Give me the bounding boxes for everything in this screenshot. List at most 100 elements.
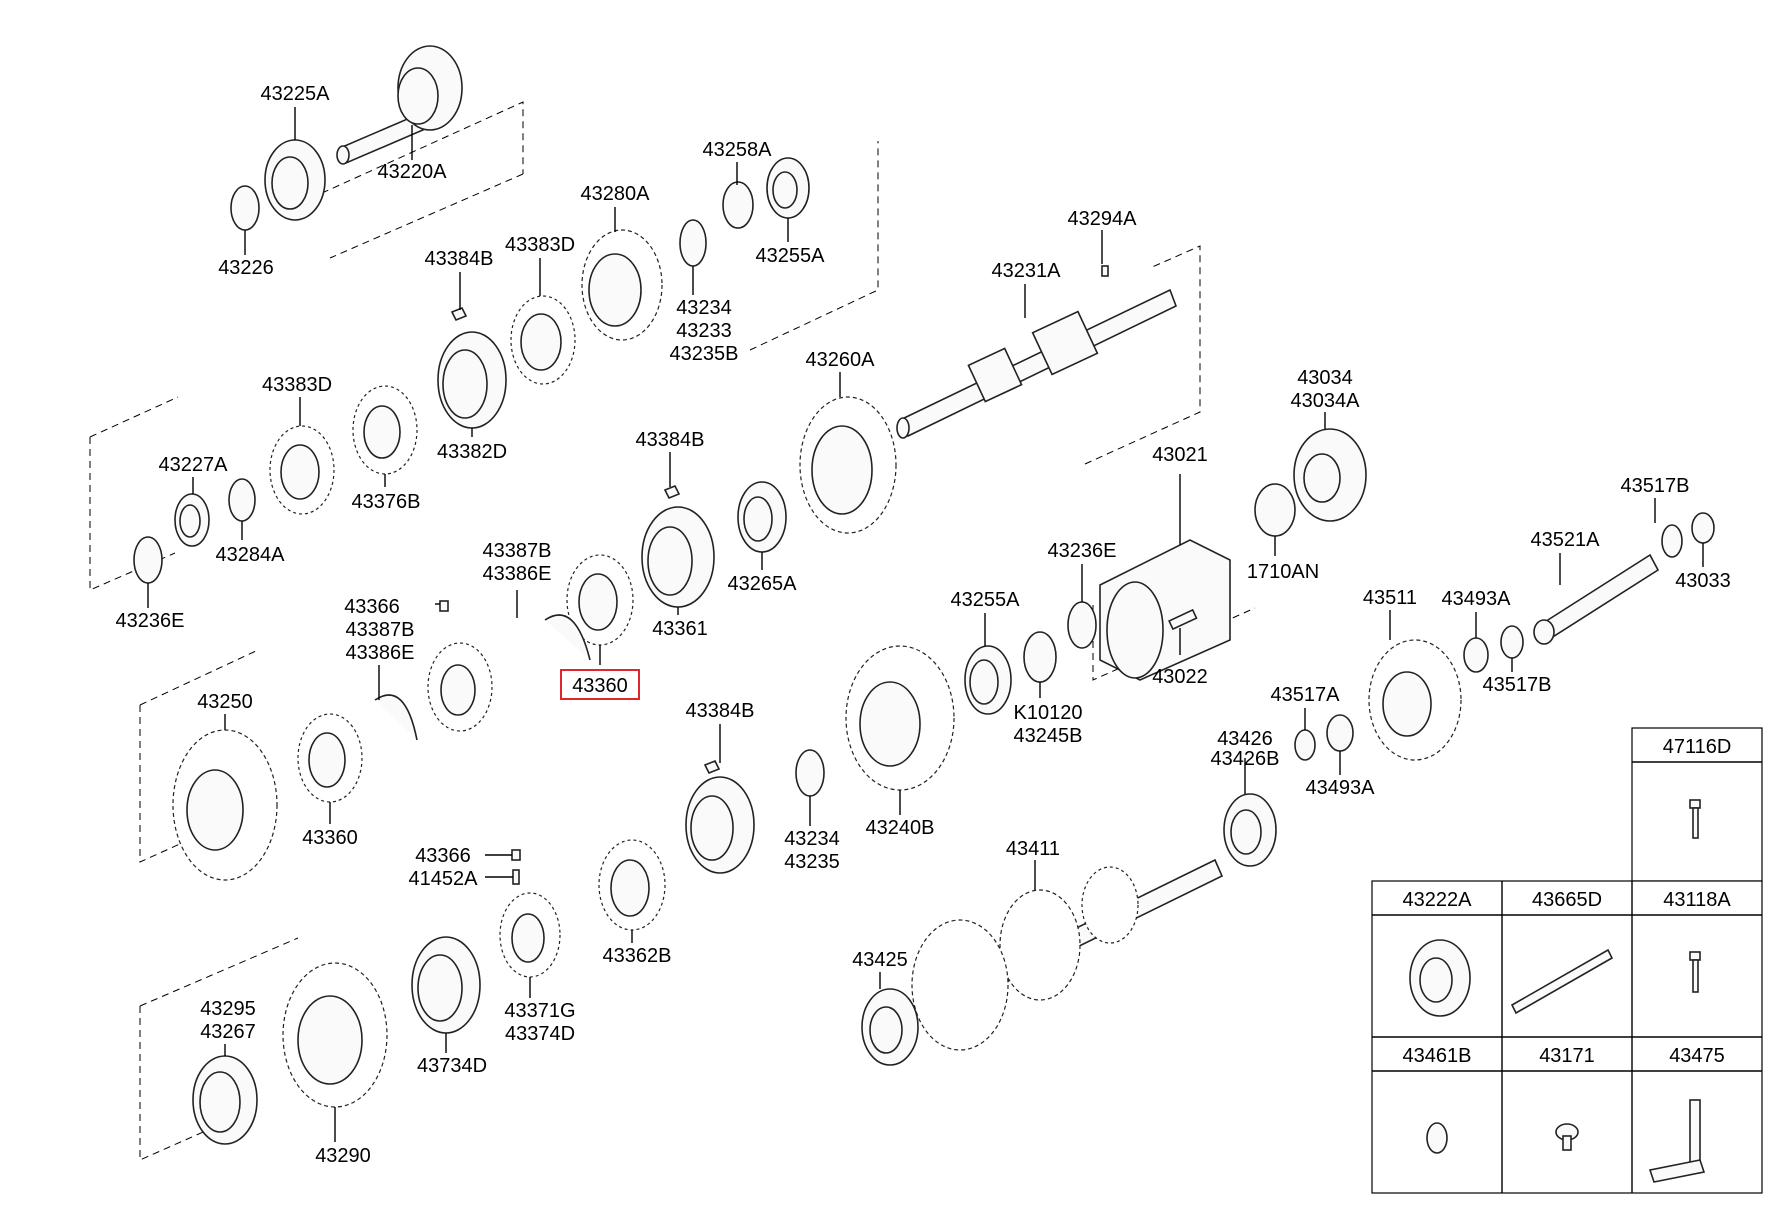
bearing-43225A	[264, 139, 326, 221]
callout-43280A: 43280A	[581, 183, 651, 205]
key-43384B-low	[703, 759, 721, 775]
sleeve-43382D	[437, 331, 507, 429]
legend-rod-43665D	[1510, 948, 1614, 1015]
callout-43234-low: 43234	[784, 828, 840, 850]
key-43384B-top	[450, 306, 468, 322]
callout-43255A-top: 43255A	[756, 245, 826, 267]
legend-grid: 47116D 43222A 43665D 43118A 43461B 43171…	[1371, 727, 1763, 1194]
legend-bolt-47116D	[1689, 799, 1701, 839]
callout-43360-low: 43360	[302, 827, 358, 849]
highlight-box-43360	[560, 669, 640, 700]
callout-43426B: 43426B	[1211, 748, 1280, 770]
callout-43517B-a: 43517B	[1621, 475, 1690, 497]
flange-43034	[1293, 428, 1367, 522]
ring-43517A	[1294, 729, 1316, 761]
sync-ring-43383D-top	[510, 295, 576, 385]
legend-plug-43171	[1555, 1123, 1579, 1151]
ring-K10120	[1023, 631, 1057, 683]
callout-43384B-low: 43384B	[686, 700, 755, 722]
bearing-43493A-b	[1326, 714, 1354, 752]
callout-43225A: 43225A	[261, 83, 331, 105]
snap-ring-43236E-left	[133, 536, 163, 584]
callout-43290: 43290	[315, 1145, 371, 1167]
callout-43360-selected: 43360	[572, 675, 628, 697]
callout-K10120: K10120	[1014, 702, 1083, 724]
callout-43022: 43022	[1152, 666, 1208, 688]
callout-43227A: 43227A	[159, 454, 229, 476]
callout-43245B: 43245B	[1014, 725, 1083, 747]
sync-ring-43360-low	[297, 713, 363, 803]
sleeve-43384B-low	[685, 776, 755, 874]
callout-43240B: 43240B	[866, 817, 935, 839]
snap-ring-43226	[230, 185, 260, 231]
hub-43371G	[499, 892, 561, 978]
callout-43383D-mid: 43383D	[262, 374, 332, 396]
half-ring-43386E-b	[374, 694, 418, 741]
callout-43366-b: 43366	[415, 845, 471, 867]
snap-ring-43234-low	[795, 749, 825, 797]
bearing-43255A-mid	[964, 645, 1012, 715]
legend-cell-43461B: 43461B	[1403, 1045, 1472, 1067]
input-shaft-43220A	[336, 45, 463, 165]
callout-43294A: 43294A	[1068, 208, 1138, 230]
callout-43376B: 43376B	[352, 491, 421, 513]
hub-43387B	[427, 642, 493, 732]
o-ring-1710AN	[1254, 483, 1296, 537]
callout-43284A: 43284A	[216, 544, 286, 566]
bearing-43493A-a	[1463, 637, 1489, 673]
callout-41452A: 41452A	[409, 868, 479, 890]
leader-lines	[147, 107, 1704, 1142]
callout-43361: 43361	[652, 618, 708, 640]
callout-43386E-a: 43386E	[483, 563, 552, 585]
callout-43250: 43250	[197, 691, 253, 713]
hub-43376B	[352, 385, 418, 475]
callout-43258A: 43258A	[703, 139, 773, 161]
ring-43258A	[722, 181, 754, 229]
callout-labels: 43225A 43220A 43226 43258A 43255A 43280A…	[116, 83, 1731, 1167]
legend-ring-43461B	[1426, 1122, 1448, 1154]
callout-43220A: 43220A	[378, 161, 448, 183]
housing-43021	[1099, 539, 1231, 681]
bearing-43227A	[174, 493, 210, 547]
bearing-43295	[192, 1055, 258, 1145]
ring-43236E-right	[1067, 601, 1097, 649]
callout-43387B-a: 43387B	[483, 540, 552, 562]
gear-43511	[1368, 639, 1462, 761]
legend-cell-43118A: 43118A	[1663, 889, 1731, 911]
pin-43294A	[1101, 265, 1109, 277]
ring-43517B-b	[1500, 625, 1524, 659]
callout-43233: 43233	[676, 320, 732, 342]
ring-43517B-a	[1661, 524, 1683, 558]
callout-43374D: 43374D	[505, 1023, 575, 1045]
legend-bearing-43222A	[1409, 939, 1471, 1017]
callout-43366-a: 43366	[344, 596, 400, 618]
callout-43387B-b: 43387B	[346, 619, 415, 641]
callout-43384B-top: 43384B	[425, 248, 494, 270]
gear-43240B	[845, 645, 955, 791]
bearing-43255A-top	[766, 157, 810, 219]
legend-cell-43665D: 43665D	[1532, 889, 1602, 911]
sync-ring-43383D-mid	[269, 425, 335, 515]
bearing-43425	[861, 988, 919, 1066]
gear-43290	[282, 962, 388, 1108]
main-shaft-43231A	[896, 288, 1178, 439]
callout-43493A-b: 43493A	[1306, 777, 1376, 799]
callout-43517A: 43517A	[1271, 684, 1341, 706]
callout-43425: 43425	[852, 949, 908, 971]
bolt-43022	[1168, 608, 1198, 631]
gear-43250	[172, 729, 278, 881]
counter-shaft-43411	[911, 858, 1224, 1051]
callout-43384B-mid: 43384B	[636, 429, 705, 451]
legend-cell-43475: 43475	[1669, 1045, 1725, 1067]
callout-43383D-top: 43383D	[505, 234, 575, 256]
callout-43236E-right: 43236E	[1048, 540, 1117, 562]
callout-43511: 43511	[1363, 587, 1417, 609]
gear-43260A	[799, 396, 897, 534]
screw-43366-b	[511, 849, 521, 861]
key-43384B-mid	[663, 484, 681, 500]
ring-43284A	[228, 478, 256, 522]
callout-43034A: 43034A	[1291, 390, 1361, 412]
callout-43267: 43267	[200, 1021, 256, 1043]
spring-41452A	[512, 869, 520, 885]
